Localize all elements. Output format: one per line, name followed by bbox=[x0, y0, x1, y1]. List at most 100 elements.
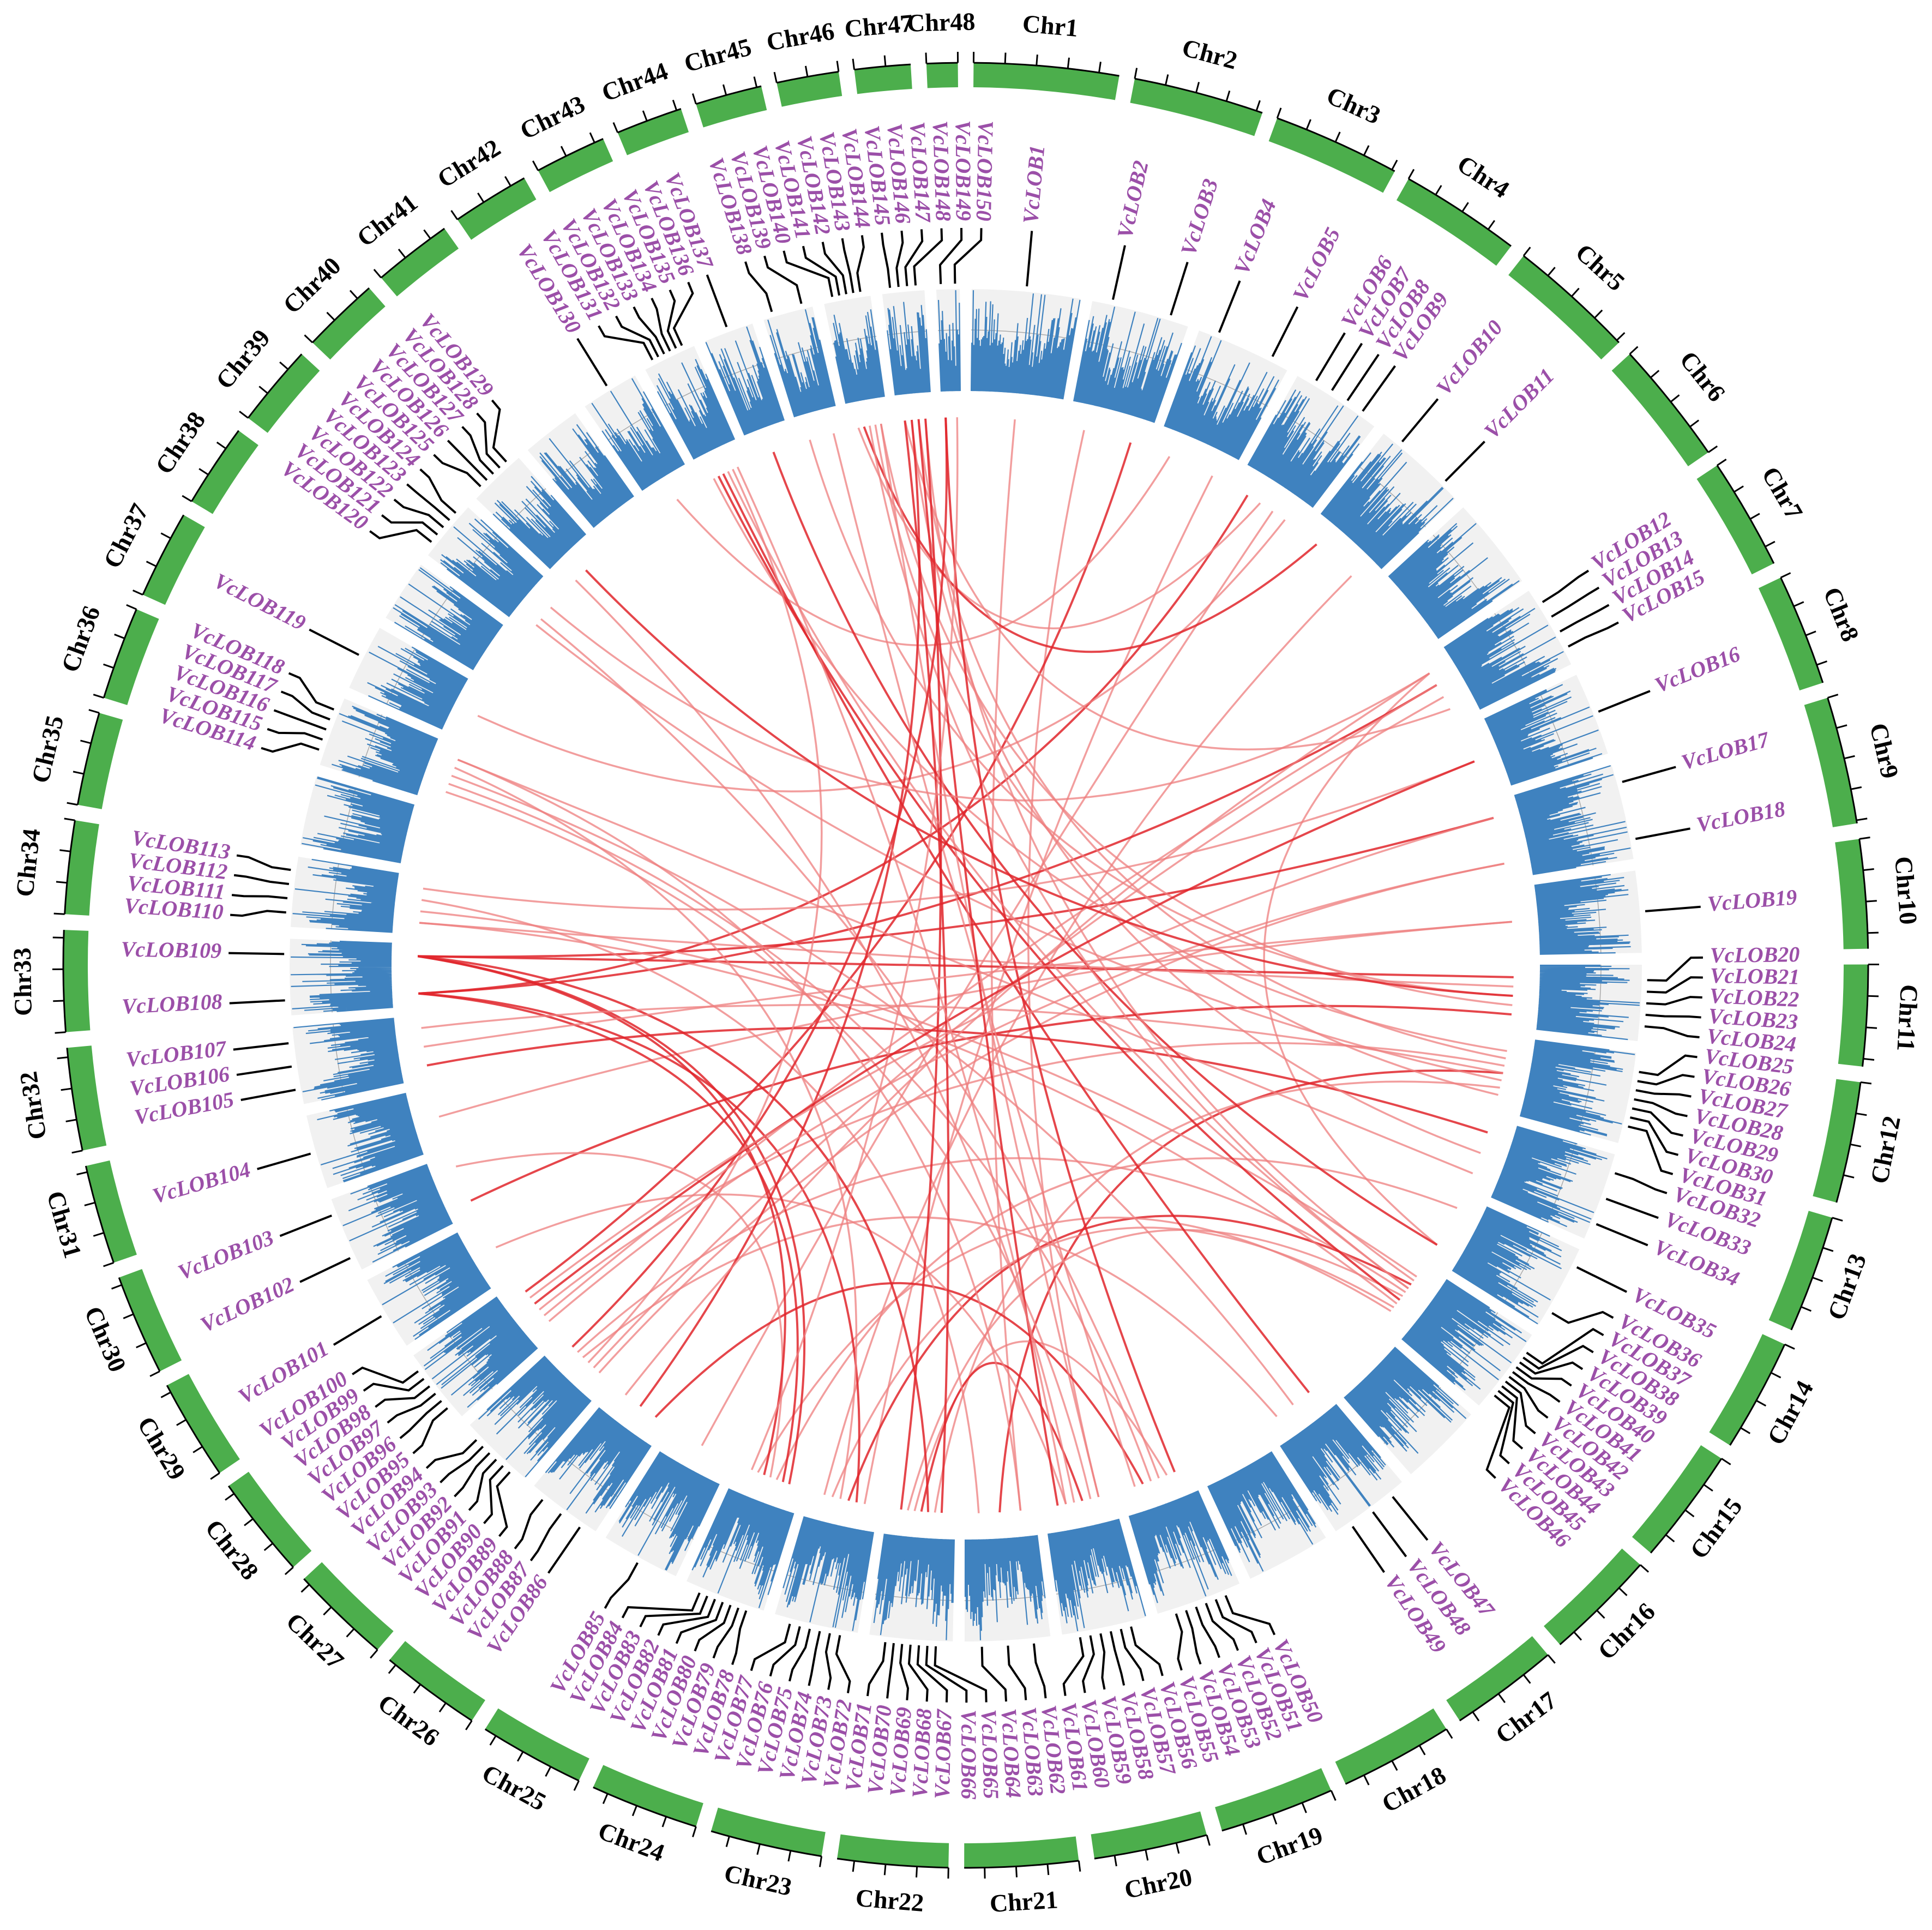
gene-connector-line bbox=[1062, 1637, 1085, 1696]
gene-label: VcLOB20 bbox=[1710, 942, 1800, 967]
scale-tick bbox=[1435, 185, 1442, 195]
density-histogram bbox=[302, 776, 415, 863]
gene-connector-line bbox=[393, 498, 444, 528]
scale-tick bbox=[111, 1284, 122, 1290]
scale-tick bbox=[1616, 332, 1626, 341]
synteny-link bbox=[717, 476, 1401, 1301]
chromosome-scale-axis bbox=[1650, 1458, 1723, 1554]
gene-label: VcLOB103 bbox=[174, 1225, 277, 1285]
synteny-link bbox=[548, 862, 1504, 1322]
gene-connector-line bbox=[1646, 996, 1702, 1006]
chromosome-label: Chr44 bbox=[598, 57, 671, 107]
gene-connector-line bbox=[425, 1439, 478, 1469]
chromosome-scale-axis bbox=[64, 820, 76, 915]
gene-connector-line bbox=[1551, 1310, 1614, 1324]
gene-connector-line bbox=[886, 1643, 895, 1699]
scale-tick bbox=[725, 1836, 730, 1847]
density-histogram bbox=[618, 1451, 720, 1571]
scale-tick bbox=[465, 1720, 473, 1730]
scale-tick bbox=[59, 849, 71, 852]
scale-tick bbox=[1812, 1277, 1823, 1282]
gene-connector-line bbox=[938, 228, 963, 284]
gene-connector-line bbox=[904, 229, 924, 286]
density-histogram bbox=[423, 1296, 538, 1408]
synteny-link bbox=[624, 672, 1430, 1396]
synteny-link bbox=[457, 759, 1473, 1175]
gene-label: VcLOB19 bbox=[1707, 885, 1798, 916]
chromosome-scale-axis bbox=[103, 609, 137, 698]
scale-tick bbox=[64, 817, 75, 821]
density-histogram bbox=[691, 1488, 795, 1608]
gene-connector-line bbox=[1392, 1496, 1429, 1541]
scale-tick bbox=[1801, 1306, 1812, 1312]
scale-tick bbox=[450, 210, 459, 220]
chromosome-ideogram bbox=[52, 52, 1880, 1879]
scale-tick bbox=[56, 881, 68, 884]
scale-tick bbox=[373, 269, 382, 279]
gene-label: VcLOB149 bbox=[951, 120, 976, 221]
scale-tick bbox=[1756, 1399, 1767, 1407]
scale-tick bbox=[1446, 1728, 1453, 1739]
scale-tick bbox=[1827, 694, 1839, 699]
gene-connector-line bbox=[399, 1400, 442, 1439]
scale-tick bbox=[284, 1566, 294, 1576]
gene-connector-line bbox=[925, 1645, 968, 1703]
scale-tick bbox=[1618, 1587, 1628, 1596]
synteny-link bbox=[863, 475, 1213, 1505]
gene-connector-line bbox=[1614, 1172, 1668, 1194]
scale-tick bbox=[1784, 1343, 1795, 1350]
scale-tick bbox=[1134, 68, 1138, 79]
gene-label: VcLOB150 bbox=[972, 121, 998, 221]
gene-connector-line bbox=[1519, 1361, 1584, 1375]
chromosome-block bbox=[711, 1807, 826, 1856]
chromosome-block bbox=[67, 1045, 107, 1151]
chromosome-block bbox=[1813, 1079, 1861, 1203]
gene-connector-line bbox=[639, 1595, 708, 1628]
synteny-link bbox=[775, 1157, 1458, 1481]
scale-tick bbox=[239, 411, 249, 419]
scale-tick bbox=[160, 1391, 171, 1398]
gene-connector-line bbox=[899, 1644, 910, 1700]
chromosome-label: Chr4 bbox=[1453, 149, 1514, 203]
synteny-link bbox=[593, 696, 1445, 1369]
gene-connector-line bbox=[1185, 1610, 1202, 1665]
gene-connector-line bbox=[731, 1610, 748, 1666]
scale-tick bbox=[1571, 287, 1580, 297]
scale-tick bbox=[388, 1664, 396, 1674]
gene-connector-line bbox=[1372, 1511, 1407, 1558]
scale-tick bbox=[560, 146, 567, 157]
chromosome-block bbox=[926, 63, 958, 88]
gene-label: VcLOB11 bbox=[1479, 363, 1559, 443]
scale-tick bbox=[198, 468, 209, 476]
chromosome-label: Chr9 bbox=[1864, 720, 1904, 781]
chromosome-block bbox=[1838, 964, 1868, 1067]
scale-tick bbox=[210, 1472, 220, 1480]
scale-tick bbox=[1334, 131, 1341, 142]
density-histogram bbox=[964, 1535, 1046, 1640]
synteny-link bbox=[757, 1216, 1392, 1473]
scale-tick bbox=[753, 76, 758, 88]
chromosome-scale-axis bbox=[380, 227, 445, 279]
scale-tick bbox=[1036, 55, 1038, 66]
synteny-link bbox=[582, 1216, 1278, 1417]
scale-tick bbox=[1145, 1849, 1149, 1861]
gene-label: VcLOB108 bbox=[121, 989, 223, 1018]
synteny-link bbox=[418, 684, 1437, 995]
chromosome-scale-axis bbox=[311, 287, 370, 344]
scale-tick bbox=[883, 55, 887, 67]
gene-connector-line bbox=[769, 1626, 801, 1677]
scale-tick bbox=[818, 1856, 823, 1867]
density-histogram bbox=[783, 1516, 874, 1631]
chromosome-block bbox=[77, 713, 123, 809]
scale-tick bbox=[1472, 1711, 1480, 1722]
gene-label: VcLOB3 bbox=[1176, 176, 1223, 258]
gene-connector-line bbox=[1635, 1089, 1692, 1098]
gene-label: VcLOB65 bbox=[977, 1709, 1004, 1800]
scale-tick bbox=[1771, 1372, 1781, 1379]
scale-tick bbox=[1497, 1693, 1506, 1703]
gene-connector-line bbox=[1508, 1375, 1549, 1419]
density-histogram bbox=[492, 476, 587, 569]
chromosome-label: Chr42 bbox=[432, 134, 505, 193]
density-histogram bbox=[873, 1534, 955, 1640]
chromosome-block bbox=[1758, 578, 1823, 691]
